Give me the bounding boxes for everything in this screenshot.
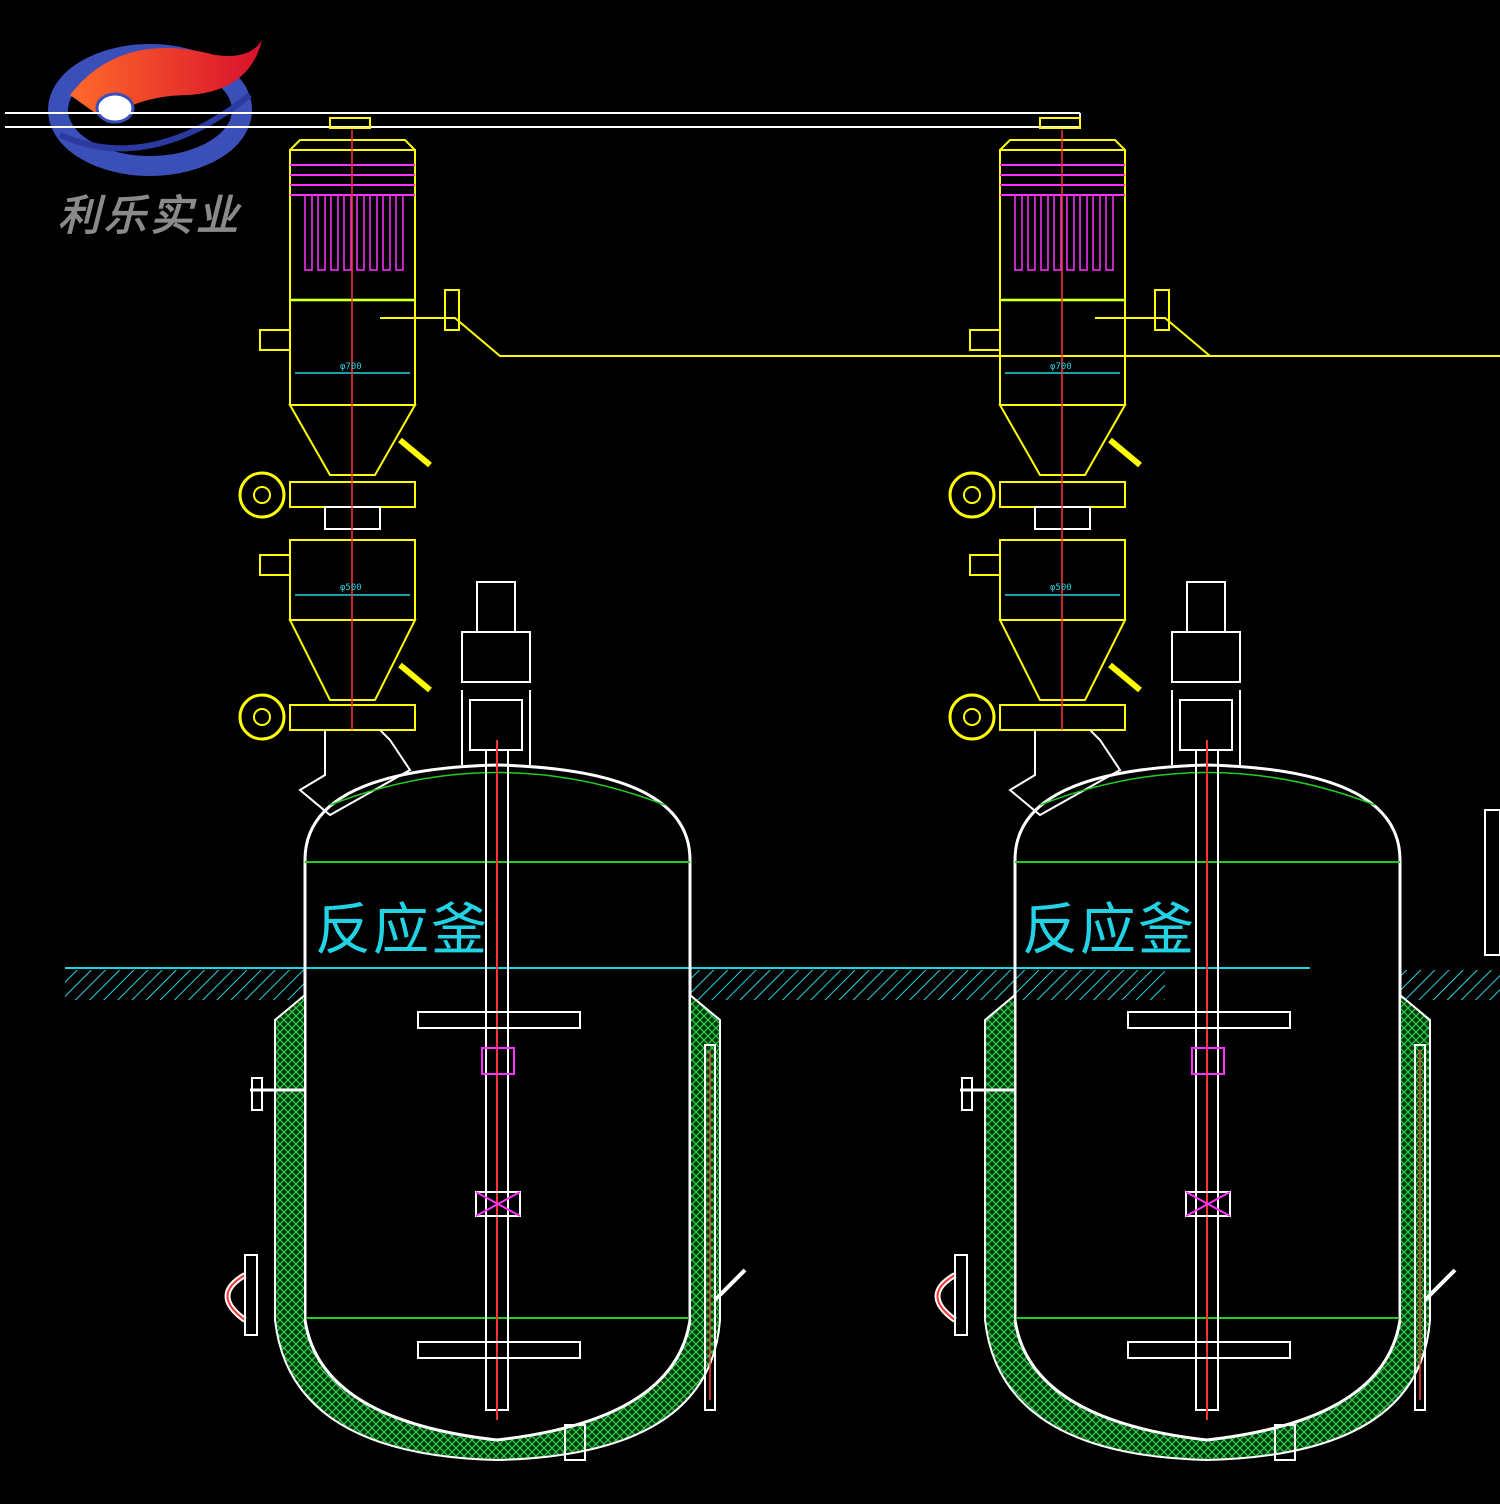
valve-hub-lower: [253, 708, 271, 726]
upper-impeller: [417, 1011, 581, 1029]
reactor-label-right: 反应釜: [1022, 898, 1196, 963]
valve-motor-lower: [948, 693, 996, 741]
upper-impeller: [1127, 1011, 1291, 1029]
vibrator: [398, 437, 432, 468]
filter-bag: [317, 194, 326, 271]
bearing-cross: [475, 1191, 521, 1217]
filter-bag: [343, 194, 352, 271]
pipe-connector: [1039, 117, 1081, 129]
sample-nozzle: [1423, 1268, 1457, 1302]
dim-label-right-lower: φ500: [1050, 583, 1072, 593]
gearbox: [1171, 631, 1241, 683]
dim-label-right-upper: φ700: [1050, 362, 1072, 372]
agitator-motor: [476, 581, 516, 633]
filter-bag: [1079, 194, 1088, 271]
jacket-inlet-flange: [251, 1077, 263, 1111]
filter-bag: [369, 194, 378, 271]
dim-label-left-upper: φ700: [340, 362, 362, 372]
filter-bag: [1105, 194, 1114, 271]
level-sensor: [1154, 289, 1170, 331]
valve-motor: [238, 471, 286, 519]
filter-bag: [1014, 194, 1023, 271]
lower-impeller: [1127, 1341, 1291, 1359]
edge-panel: [1484, 809, 1500, 956]
agitator-motor: [1186, 581, 1226, 633]
signal-line: [380, 317, 1500, 357]
valve-hub: [253, 486, 271, 504]
lower-vibrator: [398, 662, 432, 693]
valve-motor-lower: [238, 693, 286, 741]
filter-bag: [1053, 194, 1062, 271]
dim-label-left-lower: φ500: [340, 583, 362, 593]
steady-bearing: [475, 1191, 521, 1217]
lower-vibrator: [1108, 662, 1142, 693]
filter-bag: [1092, 194, 1101, 271]
pipe-connector: [329, 117, 371, 129]
filter-bag: [382, 194, 391, 271]
feed-chute: [1008, 729, 1122, 817]
main-pipeline: [5, 112, 1081, 128]
filter-bag: [1040, 194, 1049, 271]
filter-bag: [304, 194, 313, 271]
vibrator: [1108, 437, 1142, 468]
valve-motor: [948, 471, 996, 519]
lower-impeller: [417, 1341, 581, 1359]
shaft-coupling: [481, 1047, 515, 1075]
u-bend-flange: [954, 1254, 968, 1336]
bottom-outlet: [1274, 1424, 1296, 1461]
reactor-unit-left: [224, 117, 747, 1462]
filter-bag: [356, 194, 365, 271]
filter-bag: [1027, 194, 1036, 271]
valve-hub: [963, 486, 981, 504]
gearbox: [461, 631, 531, 683]
company-logo-text: 利乐实业: [58, 191, 243, 240]
steady-bearing: [1185, 1191, 1231, 1217]
valve-hub-lower: [963, 708, 981, 726]
separator-cone: [998, 404, 1127, 476]
level-sensor: [444, 289, 460, 331]
shaft-coupling: [1191, 1047, 1225, 1075]
reactor-unit-right: [934, 117, 1457, 1462]
u-bend-core: [226, 1274, 246, 1321]
filter-bag: [1066, 194, 1075, 271]
thermowell: [1414, 1044, 1426, 1411]
ground-level: [65, 967, 1500, 1000]
lower-side-nozzle: [259, 554, 291, 576]
feed-chute: [298, 729, 412, 817]
bottom-outlet: [564, 1424, 586, 1461]
side-nozzle: [969, 329, 1001, 351]
lower-cone: [288, 619, 417, 701]
company-logo: [48, 40, 262, 176]
jacket-inlet-flange: [961, 1077, 973, 1111]
signal-line-2: [1095, 317, 1211, 357]
u-bend-core: [936, 1274, 956, 1321]
separator-cone: [288, 404, 417, 476]
side-nozzle: [259, 329, 291, 351]
lower-cone: [998, 619, 1127, 701]
bearing-cross: [1185, 1191, 1231, 1217]
filter-bag: [330, 194, 339, 271]
reactor-label-left: 反应釜: [315, 898, 489, 963]
u-bend-flange: [244, 1254, 258, 1336]
lower-side-nozzle: [969, 554, 1001, 576]
sample-nozzle: [713, 1268, 747, 1302]
filter-bag: [395, 194, 404, 271]
thermowell: [704, 1044, 716, 1411]
